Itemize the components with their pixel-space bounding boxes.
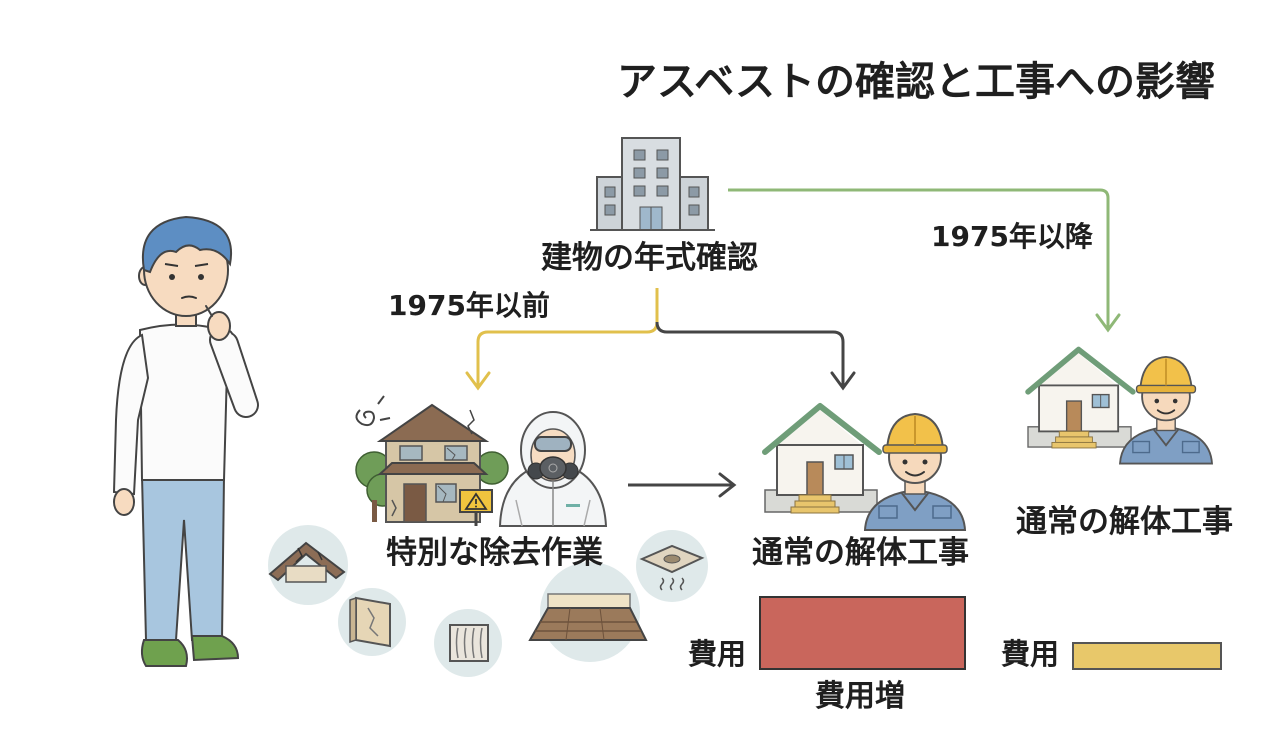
floor-material-icon bbox=[528, 562, 648, 662]
warning-sign-icon bbox=[459, 489, 493, 526]
ceiling-panel-icon bbox=[434, 609, 502, 677]
normal-house-worker-icon bbox=[1028, 350, 1212, 464]
cost-bar-low bbox=[1072, 642, 1222, 670]
wall-board-icon bbox=[338, 588, 406, 656]
after-1975-arrow bbox=[728, 188, 1121, 333]
building-age-check-label: 建物の年式確認 bbox=[541, 240, 758, 276]
after-1975-label: 1975年以降 bbox=[931, 220, 1093, 253]
cost-increase-caption: 費用増 bbox=[815, 679, 905, 714]
demolition-after-removal-label: 通常の解体工事 bbox=[752, 535, 969, 571]
connector-arrow bbox=[655, 321, 856, 391]
cost-label-low: 費用 bbox=[1001, 637, 1060, 671]
demolition-house-worker-icon bbox=[765, 406, 965, 530]
before-1975-label: 1975年以前 bbox=[388, 289, 550, 322]
normal-demolition-label: 通常の解体工事 bbox=[1016, 504, 1233, 540]
old-damaged-house-icon bbox=[355, 395, 509, 523]
cost-label-high: 費用 bbox=[688, 637, 747, 671]
removal-to-demolition-arrow bbox=[628, 472, 737, 498]
thinking-person-icon bbox=[112, 215, 259, 667]
office-building-icon bbox=[590, 137, 715, 231]
special-removal-label: 特別な除去作業 bbox=[386, 535, 603, 571]
hazmat-worker-icon bbox=[498, 411, 608, 527]
floor-tile-icon bbox=[636, 530, 708, 602]
roof-material-icon bbox=[268, 525, 348, 605]
page-title: アスベストの確認と工事への影響 bbox=[617, 59, 1215, 105]
cost-bar-high bbox=[759, 596, 966, 670]
